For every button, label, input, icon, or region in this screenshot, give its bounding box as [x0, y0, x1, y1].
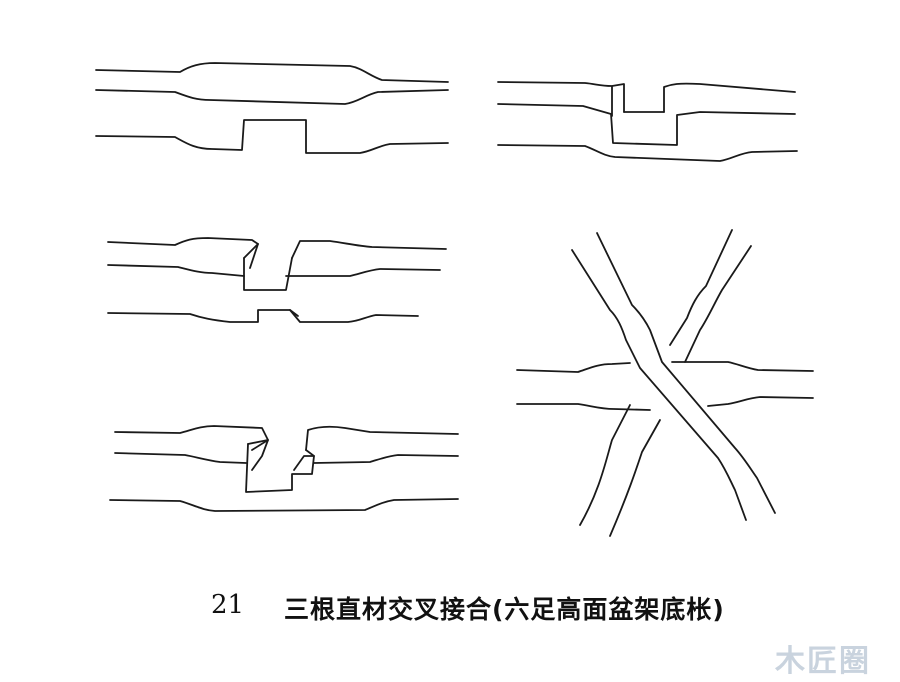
panel-crossing-members [516, 229, 814, 537]
member-edge [114, 452, 459, 464]
member-edge [109, 498, 459, 512]
horizontal-member-lower-edge [516, 396, 814, 411]
member-edge-with-tenon [107, 309, 419, 323]
member-edge [497, 81, 625, 117]
member-edge [95, 62, 449, 83]
figure-title: 三根直材交叉接合(六足高面盆架底枨) [284, 595, 725, 624]
member-edge [289, 309, 299, 317]
member-edge [107, 264, 441, 277]
member-edge [293, 455, 315, 471]
panel-top-right-joint [497, 81, 798, 162]
member-edge-with-tenon [95, 119, 449, 154]
member-edge [663, 82, 796, 113]
member-edge [114, 425, 269, 451]
member-edge [497, 103, 796, 146]
panel-top-left-joint [95, 62, 449, 154]
horizontal-member-upper-edge [516, 361, 814, 373]
panel-bottom-left-joint [109, 425, 459, 512]
diagonal-member-b-outer-edge [579, 229, 733, 526]
diagonal-member-a-upper-edge [596, 232, 776, 514]
member-edge [497, 144, 798, 162]
member-edge [249, 243, 259, 269]
member-edge [95, 89, 449, 105]
figure-number: 21 [211, 590, 245, 620]
panel-middle-left-joint [107, 237, 447, 323]
diagonal-member-a-lower-edge [571, 249, 747, 521]
diagonal-member-b-inner-edge [609, 245, 752, 537]
member-edge [245, 443, 315, 493]
member-edge [305, 425, 459, 451]
member-edge [107, 237, 259, 259]
watermark-text: 木匠圈 [775, 644, 871, 679]
member-edge [243, 257, 293, 291]
member-edge [291, 240, 447, 259]
member-edge [247, 439, 269, 471]
